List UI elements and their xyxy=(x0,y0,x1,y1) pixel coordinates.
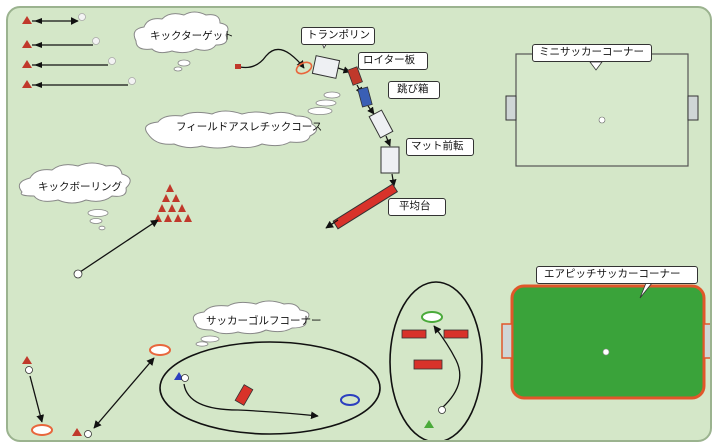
cone-icon xyxy=(424,420,434,428)
kick-bowling-label: キックボーリング xyxy=(38,181,122,193)
golf-obstacle xyxy=(413,359,443,370)
mini-soccer-callout xyxy=(532,44,652,62)
kick-target-cloud xyxy=(133,11,229,72)
field-athletic-label: フィールドアスレチックコース xyxy=(176,121,323,133)
arrowhead-icon xyxy=(34,62,42,68)
obstacle-icon xyxy=(368,109,394,139)
trampoline-label: トランポリン xyxy=(307,29,370,41)
vaulting-box-callout xyxy=(388,81,440,99)
loiter-board-label: ロイター板 xyxy=(363,54,416,66)
balance-beam-label: 平均台 xyxy=(399,200,431,212)
golf-hole-ring xyxy=(340,394,360,406)
kick-bowling-cloud xyxy=(18,162,131,204)
arrowhead-icon xyxy=(34,42,42,48)
golf-obstacle xyxy=(401,329,427,339)
soccer-ball-icon xyxy=(438,406,446,414)
soccer-ball-icon xyxy=(92,37,100,45)
activity-field-map: トランポリン ロイター板 跳び箱 マット前転 平均台 ミニサッカーコーナー エア… xyxy=(6,6,712,442)
cone-icon xyxy=(72,428,82,436)
trampoline-target-icon xyxy=(295,61,313,75)
stepping-rings xyxy=(307,91,341,115)
air-pitch xyxy=(501,284,710,400)
vaulting-box-icon xyxy=(357,86,373,108)
golf-obstacle xyxy=(443,329,469,339)
golf-course-ellipse xyxy=(159,341,381,435)
kick-lanes xyxy=(22,13,136,88)
mat-icon xyxy=(380,146,400,174)
target-ring xyxy=(31,424,53,436)
arrowhead-icon xyxy=(34,82,42,88)
trampoline-callout xyxy=(301,27,375,45)
arrowhead-icon xyxy=(34,18,42,24)
soccer-golf-label: サッカーゴルフコーナー xyxy=(206,315,322,327)
soccer-ball-icon xyxy=(181,374,189,382)
mat-roll-callout xyxy=(406,138,474,156)
course-path xyxy=(239,48,305,69)
soccer-ball-icon xyxy=(25,366,33,374)
loiter-board-callout xyxy=(358,52,428,70)
mini-soccer-label: ミニサッカーコーナー xyxy=(539,46,644,58)
balance-beam-icon xyxy=(332,183,399,230)
bowling-cones xyxy=(154,184,192,222)
target-ring xyxy=(421,311,443,323)
cone-icon xyxy=(22,80,32,88)
kick-target-label: キックターゲット xyxy=(150,30,234,42)
soccer-ball-icon xyxy=(78,13,86,21)
soccer-ball-icon xyxy=(84,430,92,438)
golf-path xyxy=(183,383,319,420)
soccer-ball-icon xyxy=(108,57,116,65)
field-athletic-cloud xyxy=(145,110,317,149)
golf-path-2 xyxy=(433,325,461,409)
map-drawing xyxy=(18,11,710,440)
target-ring xyxy=(149,344,171,356)
vaulting-box-label: 跳び箱 xyxy=(397,83,429,95)
start-marker xyxy=(235,64,241,69)
mini-soccer-pitch xyxy=(505,53,699,167)
air-pitch-callout xyxy=(536,266,698,284)
cone-icon xyxy=(22,60,32,68)
air-pitch-label: エアピッチサッカーコーナー xyxy=(544,268,681,280)
golf-obstacle xyxy=(234,384,254,406)
cone-icon xyxy=(22,40,32,48)
mat-roll-label: マット前転 xyxy=(411,140,464,152)
soccer-ball-icon xyxy=(128,77,136,85)
loiter-board-icon xyxy=(347,66,363,86)
soccer-golf-cloud xyxy=(192,300,310,335)
bowling-arrow xyxy=(79,219,159,273)
golf-course-ellipse-2 xyxy=(389,281,483,440)
cone-icon xyxy=(22,356,32,364)
trampoline-icon xyxy=(311,55,341,79)
soccer-ball-icon xyxy=(73,269,83,279)
balance-beam-callout xyxy=(388,198,446,216)
cone-icon xyxy=(22,16,32,24)
